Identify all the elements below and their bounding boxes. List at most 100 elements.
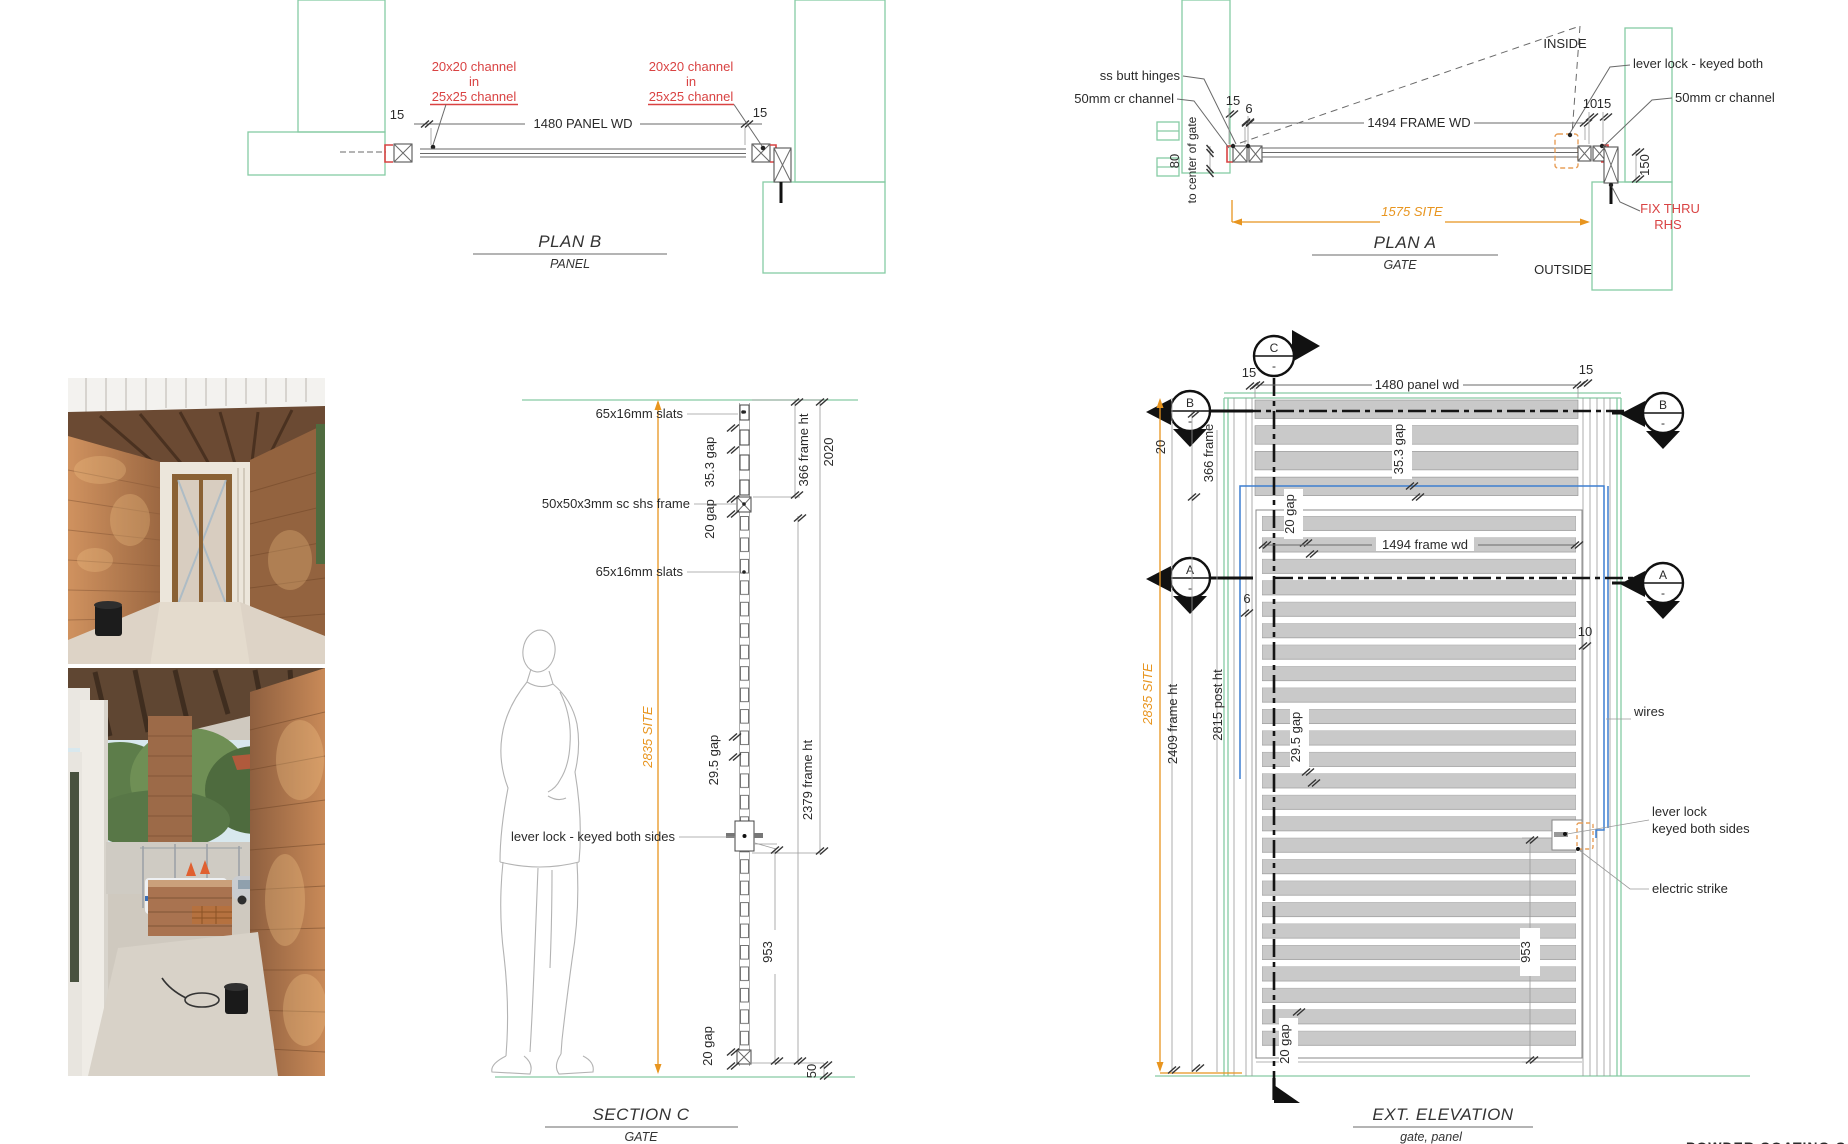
gate-frame <box>1255 509 1583 1059</box>
elev-dim-953: 953 <box>1518 941 1533 963</box>
plan-a-dim-frame-wd: 1494 FRAME WD <box>1367 115 1470 130</box>
marker-sub: - <box>1272 359 1276 373</box>
section-dim-frame-2379: 2379 frame ht <box>800 740 815 821</box>
plan-b-note-left: 20x20 channel in 25x25 channel <box>430 59 518 146</box>
panel-section-lines <box>420 148 746 158</box>
section-marker-a-right: A - <box>1612 561 1685 619</box>
wires-line <box>1239 485 1605 838</box>
plan-b-dim-15-right: 15 <box>753 105 767 120</box>
elev-dim-15-right: 15 <box>1579 362 1593 377</box>
plan-b-left-wall <box>297 0 386 133</box>
section-marker-a-left: A - <box>1146 556 1253 614</box>
section-c-subtitle: GATE <box>624 1130 658 1144</box>
plan-a-left-wall <box>1181 0 1231 174</box>
elevation-subtitle: gate, panel <box>1400 1130 1463 1144</box>
elev-dim-frame-366: 366 frame <box>1201 424 1216 483</box>
plan-a-dim-15: 15 <box>1226 93 1240 108</box>
elev-dim-frame-ht: 2409 frame ht <box>1165 684 1180 765</box>
plan-b-right-wall-base <box>762 181 886 274</box>
elevation-title-block: EXT. ELEVATION gate, panel <box>1353 1105 1533 1144</box>
plan-a-label-inside: INSIDE <box>1543 36 1587 51</box>
elev-dim-10: 10 <box>1578 624 1592 639</box>
section-c-title: SECTION C <box>592 1105 689 1124</box>
elev-label-strike: electric strike <box>1652 881 1728 896</box>
plan-a-note-fix1: FIX THRU <box>1640 201 1700 216</box>
plan-a-dim-15r: 15 <box>1597 96 1611 111</box>
note-text: 20x20 channel <box>649 59 734 74</box>
plan-b-title: PLAN B <box>538 232 601 251</box>
note-text: in <box>686 74 696 89</box>
marker-sub: - <box>1661 416 1665 430</box>
plan-a-dim-80: 80 <box>1167 154 1182 168</box>
lock-zone-orange <box>1554 133 1579 169</box>
marker-letter: B <box>1659 398 1667 412</box>
elevation-title: EXT. ELEVATION <box>1372 1105 1513 1124</box>
plan-a-label-to-center: to center of gate <box>1185 116 1199 203</box>
plan-a-dim-6: 6 <box>1245 101 1252 116</box>
plan-a-title-block: PLAN A GATE <box>1312 233 1498 272</box>
site-photo-bottom <box>66 664 327 1076</box>
plan-a-note-fix2: RHS <box>1654 217 1682 232</box>
section-dim-site: 2835 SITE <box>640 706 655 769</box>
section-dim-gap-20-top: 20 gap <box>702 499 717 539</box>
elev-dim-site: 2835 SITE <box>1140 663 1155 726</box>
section-label-slats-mid: 65x16mm slats <box>596 564 684 579</box>
elev-dim-20: 20 <box>1153 440 1168 454</box>
section-dim-50: 50 <box>804 1064 819 1078</box>
section-marker-c: C - <box>1252 330 1320 378</box>
plan-a-drawing: ss butt hinges 50mm cr channel 15 6 to c… <box>1074 0 1775 291</box>
marker-sub: - <box>1188 414 1192 428</box>
site-photo-top <box>68 378 325 666</box>
note-text: 25x25 channel <box>649 89 734 104</box>
elev-dim-15-left: 15 <box>1242 365 1256 380</box>
plan-a-subtitle: GATE <box>1383 258 1417 272</box>
leader-dot <box>430 144 436 150</box>
plan-b-drawing: 15 15 1480 PANEL WD 20x20 channel in 25x… <box>247 0 886 274</box>
section-dim-953: 953 <box>760 941 775 963</box>
section-dim-gap-295: 29.5 gap <box>706 735 721 786</box>
elev-dim-6: 6 <box>1243 591 1250 606</box>
elev-label-lock2: keyed both sides <box>1652 821 1750 836</box>
plan-a-dim-150: 150 <box>1637 154 1652 176</box>
elev-dim-gap-295: 29.5 gap <box>1288 712 1303 763</box>
section-label-lock: lever lock - keyed both sides <box>511 829 676 844</box>
plan-b-note-right: 20x20 channel in 25x25 channel <box>648 59 763 147</box>
plan-a-label-channel-left: 50mm cr channel <box>1074 91 1174 106</box>
note-text: 25x25 channel <box>432 89 517 104</box>
plan-b-left-wall-base <box>247 131 386 176</box>
marker-letter: C <box>1270 341 1279 355</box>
gate-section-lines <box>1262 147 1578 158</box>
panel-slats <box>1254 399 1579 496</box>
section-dim-frame-366: 366 frame ht <box>796 413 811 486</box>
section-dim-gap-20-bot: 20 gap <box>700 1026 715 1066</box>
channel-red-left <box>384 144 393 163</box>
plan-a-label-outside: OUTSIDE <box>1534 262 1592 277</box>
marker-sub: - <box>1188 581 1192 595</box>
section-c-title-block: SECTION C GATE <box>545 1105 738 1144</box>
elev-dim-frame-wd: 1494 frame wd <box>1382 537 1468 552</box>
section-dim-2020: 2020 <box>821 438 836 467</box>
plan-b-title-block: PLAN B PANEL <box>473 232 667 271</box>
elev-label-wires: wires <box>1633 704 1665 719</box>
photo-divider <box>66 664 327 668</box>
section-marker-b-left: B - <box>1146 389 1253 447</box>
person-figure <box>491 629 594 1075</box>
plan-a-dim-site: 1575 SITE <box>1381 204 1443 219</box>
marker-letter: A <box>1186 563 1194 577</box>
plan-b-subtitle: PANEL <box>550 257 590 271</box>
section-c-drawing: 2835 SITE 65x16mm slats 50x50x3mm sc shs… <box>491 397 858 1144</box>
section-marker-b-right: B - <box>1612 391 1685 449</box>
plan-b-dim-15-left: 15 <box>390 107 404 122</box>
gate-swing-lines <box>1239 25 1581 144</box>
elev-label-lock1: lever lock <box>1652 804 1707 819</box>
marker-sub: - <box>1661 586 1665 600</box>
section-label-frame: 50x50x3mm sc shs frame <box>542 496 690 511</box>
plan-b-right-wall <box>794 0 886 183</box>
plan-b-dim-width: 1480 PANEL WD <box>534 116 633 131</box>
note-text: in <box>469 74 479 89</box>
elev-dim-gap-20-bot: 20 gap <box>1277 1024 1292 1064</box>
marker-letter: B <box>1186 396 1194 410</box>
elevation-drawing: C - B - B - A <box>1140 330 1848 1144</box>
